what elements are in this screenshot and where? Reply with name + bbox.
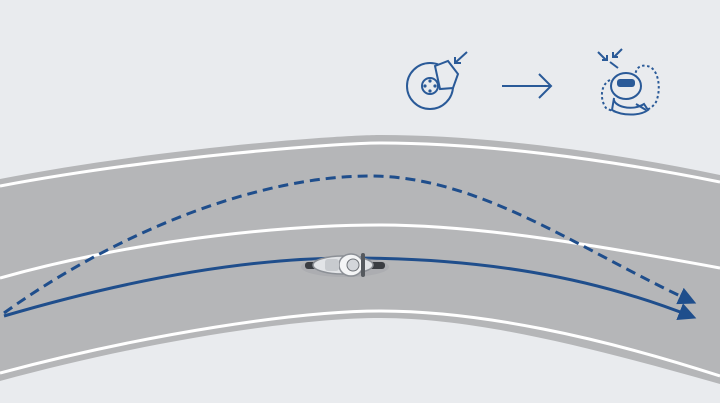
brake-disc-icon <box>406 51 468 110</box>
road-center-line <box>0 223 720 280</box>
road-outer-edge-line <box>0 141 720 188</box>
right-arrow-icon <box>502 73 553 99</box>
road-inner-edge-line <box>0 309 720 378</box>
dashed-trajectory <box>3 174 697 315</box>
motorcycle-top-view-icon <box>301 253 389 277</box>
rider-upright-icon <box>597 48 660 116</box>
